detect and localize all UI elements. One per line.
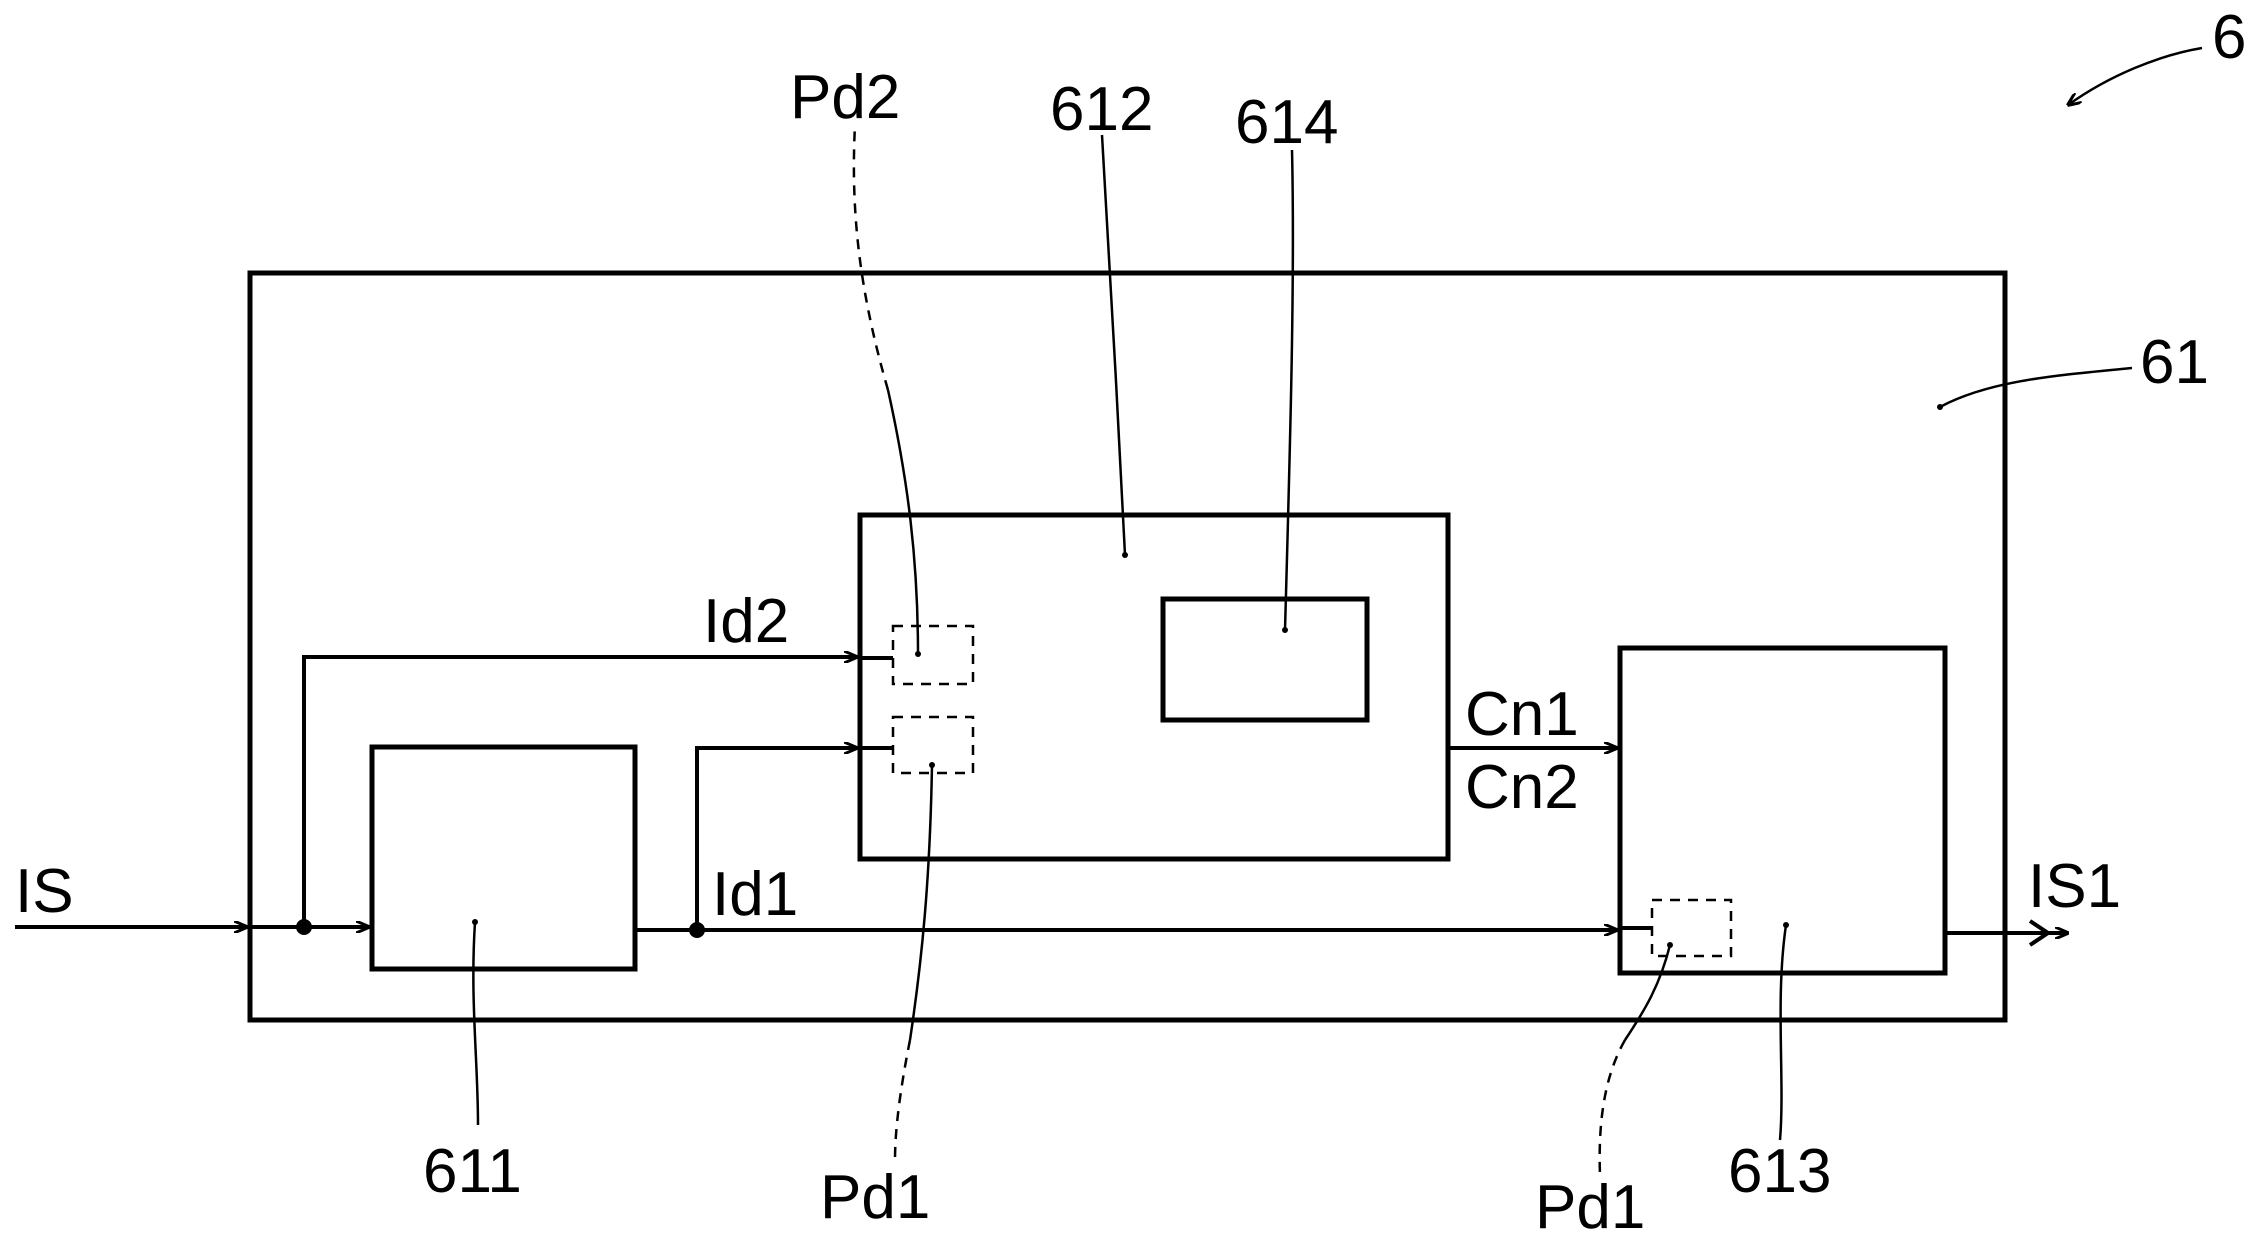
leader-611	[472, 921, 480, 1126]
label-is1: IS1	[2028, 852, 2121, 921]
label-pd1-right: Pd1	[1535, 1173, 1645, 1237]
label-pd1-center: Pd1	[820, 1163, 930, 1232]
leader-pd1-right-dashed	[1598, 1039, 1627, 1176]
label-id1: Id1	[712, 860, 798, 929]
label-pd2: Pd2	[790, 63, 900, 132]
port-pd1-box	[891, 715, 975, 775]
label-614: 614	[1235, 88, 1338, 157]
is1-double-arrow	[2028, 919, 2052, 947]
leader-613	[1778, 924, 1788, 1141]
block-612	[857, 512, 1451, 862]
label-613: 613	[1728, 1137, 1831, 1206]
leader-612	[1100, 134, 1127, 556]
figure-ref-arrow	[2068, 46, 2203, 105]
port-pd1-right-box	[1650, 898, 1733, 958]
outer-block-61	[247, 270, 2008, 1023]
leader-61	[1939, 366, 2133, 409]
leader-pd1-center	[908, 764, 934, 1041]
label-61: 61	[2140, 328, 2209, 397]
block-611	[369, 744, 638, 972]
port-pd2-box	[891, 624, 975, 686]
block-614	[1160, 596, 1370, 723]
leader-pd2-dashed	[852, 124, 890, 391]
id1-branch-to-612	[695, 748, 857, 930]
leader-pd2	[886, 389, 920, 655]
leader-pd1-right	[1623, 944, 1672, 1041]
label-id2: Id2	[703, 587, 789, 656]
label-is: IS	[15, 857, 74, 926]
label-611: 611	[423, 1137, 522, 1206]
block-613	[1617, 645, 1948, 976]
label-cn2: Cn2	[1465, 753, 1579, 822]
figure-ref-label: 6	[2212, 3, 2246, 72]
id2-line	[302, 657, 857, 927]
leader-614	[1283, 149, 1295, 631]
label-612: 612	[1050, 75, 1153, 144]
label-cn1: Cn1	[1465, 680, 1579, 749]
leader-pd1-center-dashed	[893, 1039, 912, 1161]
